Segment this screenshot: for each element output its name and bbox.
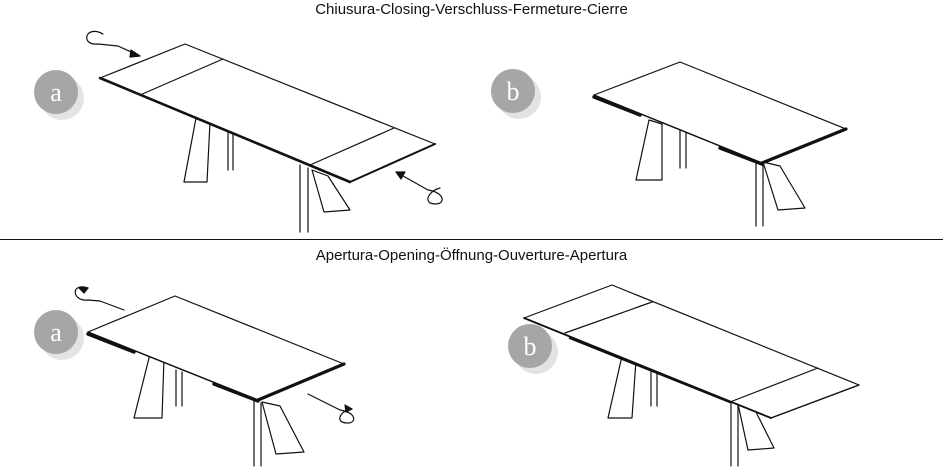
closing-b-badge: b — [491, 69, 541, 119]
opening-a-badge: a — [34, 310, 84, 360]
closing-a-badge: a — [34, 70, 84, 120]
closing-a-label: a — [50, 78, 62, 107]
opening-a-arrow-right — [307, 393, 355, 424]
opening-a-table — [86, 295, 346, 467]
closing-b-label: b — [507, 77, 520, 106]
section-divider — [0, 239, 943, 240]
closing-b-table — [592, 61, 848, 227]
closing-a-table — [98, 43, 436, 233]
closing-a-arrow-right — [395, 171, 443, 205]
opening-title: Apertura-Opening-Öffnung-Ouverture-Apert… — [315, 247, 628, 264]
closing-a-arrow-left — [86, 31, 141, 58]
opening-a-arrow-left — [74, 286, 125, 311]
closing-title: Chiusura-Closing-Verschluss-Fermeture-Ci… — [315, 1, 628, 18]
opening-b-badge: b — [508, 324, 558, 374]
opening-a-label: a — [50, 318, 62, 347]
opening-b-table — [523, 284, 860, 467]
opening-b-label: b — [524, 332, 537, 361]
